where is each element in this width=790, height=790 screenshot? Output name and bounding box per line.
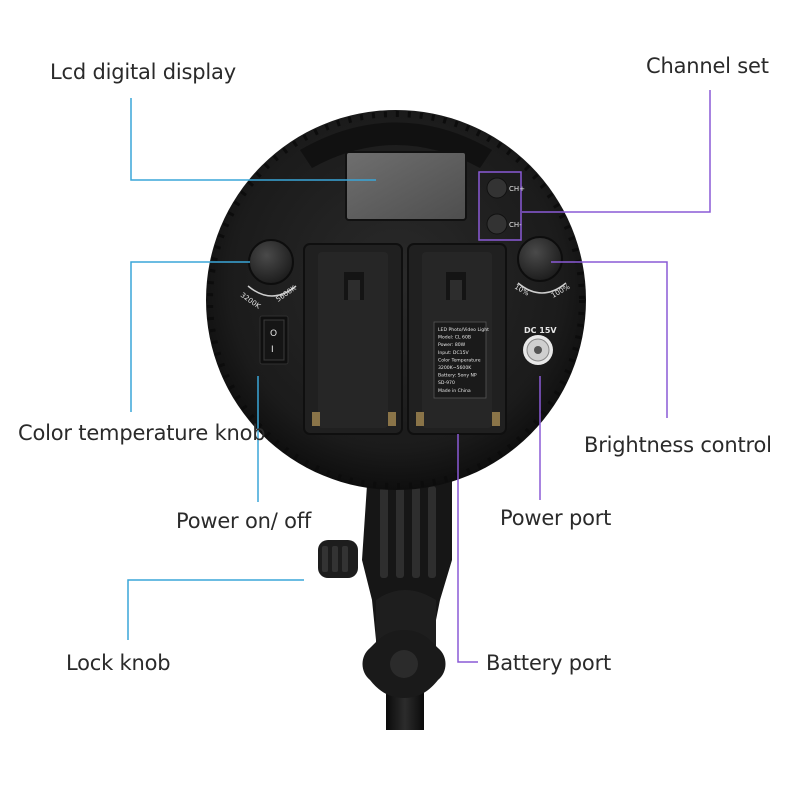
star-lock-knob	[362, 630, 446, 698]
spec-label-line: Power: 80W	[438, 342, 466, 348]
callout-channel: Channel set	[646, 54, 769, 78]
switch-on-text: O	[270, 329, 277, 339]
channel-box	[478, 171, 522, 241]
switch-off-text: I	[271, 345, 274, 355]
spec-label	[433, 321, 487, 399]
callout-power-switch: Power on/ off	[176, 509, 312, 533]
leader-battery	[457, 434, 478, 663]
callout-color-temp: Color temperature knob	[18, 421, 266, 445]
lcd-screen	[345, 151, 467, 221]
leader-brightness	[551, 261, 668, 418]
leader-lcd	[130, 98, 376, 181]
spec-label-line: 3200K~5600K	[438, 365, 472, 371]
dc-label-text: DC 15V	[524, 326, 557, 335]
ch-minus-text: CH-	[509, 221, 522, 229]
leader-lock	[127, 579, 304, 640]
spec-label-line: Made in China	[438, 388, 471, 394]
callout-battery-port: Battery port	[486, 651, 612, 675]
callout-power-port: Power port	[500, 506, 612, 530]
side-knob	[318, 540, 358, 578]
leader-channel	[522, 90, 711, 213]
spec-label-line: Color Temperature	[438, 357, 481, 363]
spec-label-line: Model: CL 60B	[438, 335, 471, 341]
spec-label-line: Battery: Sony NP	[438, 373, 477, 379]
callout-brightness: Brightness control	[584, 433, 772, 457]
callout-lcd: Lcd digital display	[50, 60, 236, 84]
ch-plus-text: CH+	[509, 185, 525, 193]
battery-plate-left	[303, 243, 403, 435]
spec-label-line: LED Photo/Video Light	[438, 327, 489, 333]
spec-label-line: Input: DC15V	[438, 350, 469, 356]
top-handle	[300, 122, 492, 168]
spec-label-line: SD-970	[438, 380, 455, 386]
callout-lock-knob: Lock knob	[66, 651, 171, 675]
leader-color-temp	[130, 261, 250, 412]
